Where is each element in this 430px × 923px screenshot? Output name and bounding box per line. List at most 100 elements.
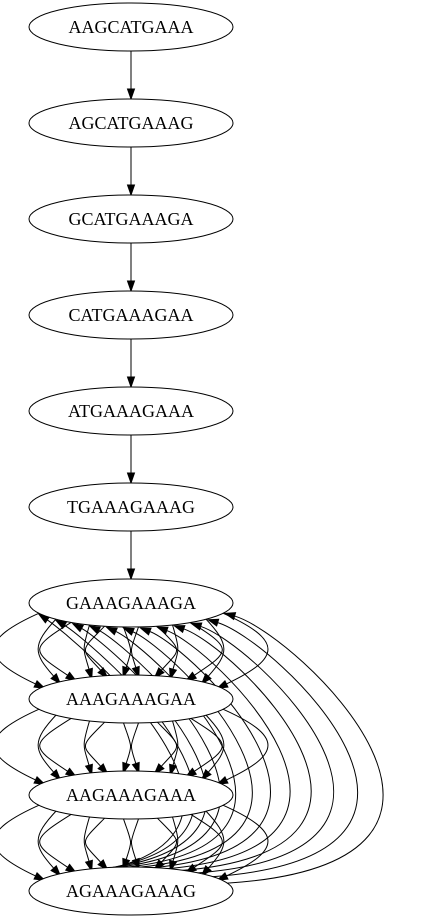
arrowhead xyxy=(223,612,237,621)
arrowhead xyxy=(88,625,102,635)
node-label: AAGAAAGAAA xyxy=(66,785,196,805)
arrowhead xyxy=(169,667,178,681)
arrowhead xyxy=(131,665,140,679)
node: AAGAAAGAAA xyxy=(28,770,234,820)
node: GCATGAAAGA xyxy=(28,194,234,244)
edge-line xyxy=(204,617,225,677)
edge xyxy=(216,707,269,785)
node-label: TGAAAGAAAG xyxy=(67,497,195,517)
edge-line xyxy=(0,707,42,781)
arrowhead xyxy=(200,673,212,685)
edge xyxy=(122,720,131,775)
edge-line xyxy=(83,622,91,670)
node-label: CATGAAAGAA xyxy=(69,305,194,325)
edge-line xyxy=(122,624,131,668)
edge xyxy=(223,612,384,884)
edge-line xyxy=(171,622,179,670)
edge xyxy=(122,627,253,869)
edge-line xyxy=(83,718,91,766)
edge xyxy=(126,531,136,581)
arrowhead xyxy=(172,625,186,634)
node: AGCATGAAAG xyxy=(28,98,234,148)
node: AAAGAAAGAA xyxy=(28,674,234,724)
arrowhead xyxy=(50,673,62,685)
edge-line xyxy=(188,620,223,676)
edge xyxy=(153,719,177,775)
arrowhead xyxy=(189,622,203,631)
edge xyxy=(54,619,196,874)
arrowhead xyxy=(126,88,136,101)
edge-line xyxy=(131,720,140,764)
edge-line xyxy=(47,619,185,878)
edge-line xyxy=(194,625,335,874)
arrowhead xyxy=(33,679,46,689)
edge xyxy=(216,611,269,689)
edge xyxy=(122,816,131,871)
node-label: AGCATGAAAG xyxy=(69,113,194,133)
arrowhead xyxy=(33,871,46,881)
node-ellipse xyxy=(28,866,234,916)
edge xyxy=(169,622,179,681)
arrowhead xyxy=(54,619,68,630)
edge xyxy=(37,613,185,878)
edge xyxy=(83,814,93,873)
node-ellipse xyxy=(28,194,234,244)
arrowhead xyxy=(84,859,93,873)
arrowhead xyxy=(97,667,109,679)
edge xyxy=(172,625,312,872)
arrowhead xyxy=(216,775,229,785)
edge-line xyxy=(114,630,237,869)
node-label: GAAAGAAAGA xyxy=(66,593,196,613)
edge xyxy=(37,809,62,877)
edge xyxy=(39,812,78,874)
arrowhead xyxy=(97,859,109,871)
edge xyxy=(39,716,78,778)
node-ellipse xyxy=(28,386,234,436)
edge-line xyxy=(210,622,359,878)
arrowhead xyxy=(84,667,93,681)
arrowhead xyxy=(139,627,152,636)
node-label: GCATGAAAGA xyxy=(69,209,194,229)
arrowhead xyxy=(105,626,118,636)
edge-line xyxy=(220,707,269,781)
arrowhead xyxy=(126,280,136,293)
edge-line xyxy=(130,631,253,869)
edge xyxy=(0,803,46,881)
edge-line xyxy=(37,809,58,869)
edge-line xyxy=(171,814,179,862)
node: ATGAAAGAAA xyxy=(28,386,234,436)
edge-line xyxy=(0,611,42,685)
edge xyxy=(122,624,131,679)
edge-line xyxy=(122,816,131,860)
edge xyxy=(85,719,109,775)
edge xyxy=(126,51,136,101)
edge xyxy=(37,617,62,685)
edge-line xyxy=(122,720,131,764)
edge xyxy=(131,624,140,679)
edge-line xyxy=(171,718,179,766)
node-label: AAGCATGAAA xyxy=(69,17,194,37)
edge-line xyxy=(37,617,58,677)
node: AGAAAGAAAG xyxy=(28,866,234,916)
edge-line xyxy=(204,809,225,869)
node-ellipse xyxy=(28,674,234,724)
arrowhead xyxy=(126,568,136,581)
arrowhead xyxy=(206,618,220,627)
edge xyxy=(200,617,225,685)
edge xyxy=(126,339,136,389)
arrowhead xyxy=(155,626,169,635)
node-ellipse xyxy=(28,98,234,148)
edge xyxy=(71,622,208,872)
edge-line xyxy=(188,812,223,868)
edge-line xyxy=(39,812,74,868)
edge-line xyxy=(85,815,107,863)
edge-line xyxy=(204,713,225,773)
edge xyxy=(83,718,93,777)
edges-layer xyxy=(0,51,384,884)
arrowhead xyxy=(200,865,212,877)
node: CATGAAAGAA xyxy=(28,290,234,340)
edge xyxy=(206,618,359,878)
arrowhead xyxy=(153,763,165,775)
arrowhead xyxy=(126,184,136,197)
